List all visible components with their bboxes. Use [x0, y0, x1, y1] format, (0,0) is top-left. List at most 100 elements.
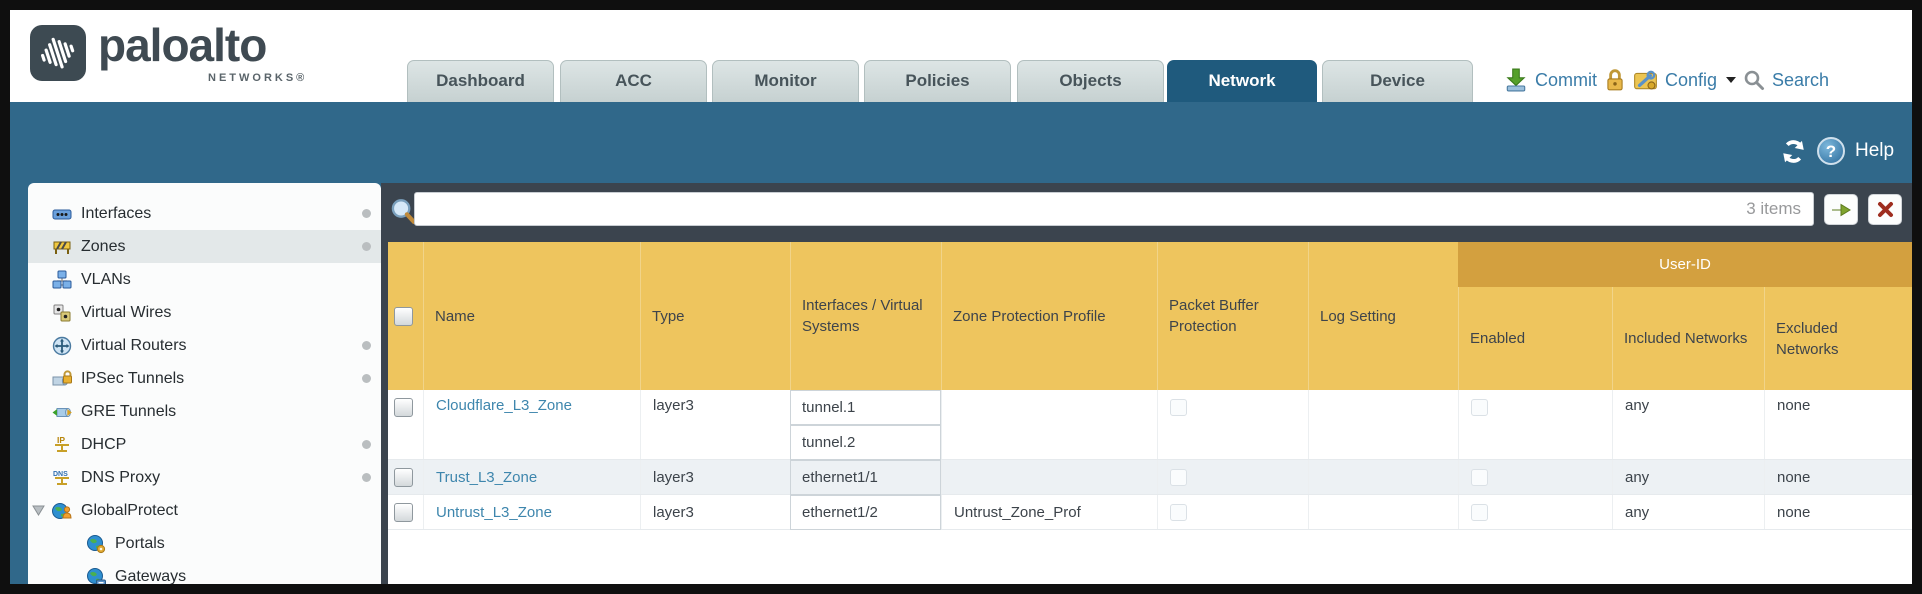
col-header-interfaces[interactable]: Interfaces / Virtual Systems — [790, 242, 941, 390]
zone-name-link[interactable]: Cloudflare_L3_Zone — [436, 397, 572, 414]
tab-dashboard[interactable]: Dashboard — [407, 60, 554, 102]
col-header-type[interactable]: Type — [640, 242, 790, 390]
interface-cell: ethernet1/2 — [790, 495, 941, 530]
sidebar-item-portals[interactable]: Portals — [28, 527, 381, 560]
search-button[interactable]: Search — [1772, 69, 1830, 90]
sidebar-item-label: IPSec Tunnels — [81, 369, 185, 387]
tab-network[interactable]: Network — [1167, 60, 1317, 103]
packet-buffer-cell — [1157, 495, 1308, 529]
enabled-cell — [1458, 390, 1612, 459]
sidebar-item-dhcp[interactable]: IP DHCP — [28, 428, 381, 461]
config-icon[interactable] — [1633, 68, 1658, 92]
tab-policies[interactable]: Policies — [864, 60, 1011, 102]
row-checkbox[interactable] — [394, 467, 413, 487]
tab-monitor[interactable]: Monitor — [712, 60, 859, 102]
sidebar-splitter-handle[interactable] — [381, 183, 388, 584]
sidebar-item-virtual-routers[interactable]: Virtual Routers — [28, 329, 381, 362]
excluded-networks-cell: none — [1764, 390, 1912, 459]
expander-icon[interactable] — [32, 505, 45, 516]
col-header-excluded-networks[interactable]: Excluded Networks — [1764, 287, 1912, 390]
sidebar-item-label: DNS Proxy — [81, 468, 161, 486]
col-header-packet-buffer-protection[interactable]: Packet Buffer Protection — [1157, 242, 1308, 390]
zone-protection-cell — [941, 460, 1157, 494]
row-checkbox[interactable] — [394, 502, 413, 522]
enabled-checkbox — [1471, 503, 1488, 521]
status-dot — [362, 242, 371, 251]
tab-objects[interactable]: Objects — [1017, 60, 1164, 102]
filter-input[interactable] — [415, 193, 1813, 225]
status-dot — [362, 341, 371, 350]
zones-icon — [53, 241, 71, 254]
col-header-enabled[interactable]: Enabled — [1458, 287, 1612, 390]
status-dot — [362, 473, 371, 482]
red-x-icon — [1877, 202, 1893, 217]
enabled-cell — [1458, 495, 1612, 529]
sidebar-item-label: VLANs — [81, 270, 131, 288]
apply-filter-button[interactable] — [1824, 194, 1858, 225]
row-checkbox[interactable] — [394, 398, 413, 417]
dhcp-icon: IP — [55, 435, 69, 452]
enabled-checkbox — [1471, 468, 1488, 486]
col-header-log-setting[interactable]: Log Setting — [1308, 242, 1458, 390]
lock-icon[interactable] — [1604, 68, 1626, 92]
select-all-checkbox[interactable] — [394, 306, 413, 326]
table-row: Trust_L3_Zone layer3 ethernet1/1 any non… — [388, 460, 1912, 495]
col-header-name[interactable]: Name — [423, 242, 640, 390]
virtual-routers-icon — [52, 336, 72, 355]
ipsec-tunnels-icon — [52, 369, 72, 385]
zone-protection-cell: Untrust_Zone_Prof — [941, 495, 1157, 529]
commit-icon[interactable] — [1504, 68, 1528, 92]
top-header: paloalto NETWORKS® Dashboard ACC Monitor… — [10, 10, 1912, 103]
zone-name-link[interactable]: Untrust_L3_Zone — [436, 503, 552, 521]
sidebar-item-virtual-wires[interactable]: Virtual Wires — [28, 296, 381, 329]
table-header: User-ID Name Type Interfaces / Virtual S… — [388, 242, 1912, 390]
band-toolbar: ? Help — [1780, 135, 1894, 167]
log-setting-cell — [1308, 495, 1458, 529]
dns-proxy-icon: DNS — [53, 471, 69, 485]
packet-buffer-checkbox — [1170, 468, 1187, 486]
user-id-group-header: User-ID — [1458, 242, 1912, 287]
packet-buffer-checkbox — [1170, 399, 1187, 416]
help-icon[interactable]: ? — [1817, 137, 1845, 165]
config-caret-icon[interactable] — [1726, 77, 1737, 83]
select-all-cell — [388, 242, 423, 390]
sidebar-item-gateways[interactable]: Gateways — [28, 560, 381, 584]
sidebar-item-label: Portals — [115, 534, 165, 552]
tab-acc[interactable]: ACC — [560, 60, 707, 102]
sidebar-item-globalprotect[interactable]: GlobalProtect — [28, 494, 381, 527]
table-row: Untrust_L3_Zone layer3 ethernet1/2 Untru… — [388, 495, 1912, 530]
help-label[interactable]: Help — [1855, 140, 1895, 161]
paloalto-logo-icon — [30, 25, 86, 81]
refresh-icon[interactable] — [1780, 138, 1807, 165]
col-header-zone-protection-profile[interactable]: Zone Protection Profile — [941, 242, 1157, 390]
search-icon[interactable] — [1743, 69, 1765, 91]
zone-name-cell: Untrust_L3_Zone — [423, 495, 640, 529]
row-select-cell — [388, 460, 423, 494]
col-header-included-networks[interactable]: Included Networks — [1612, 287, 1764, 390]
sidebar-item-label: GlobalProtect — [81, 501, 178, 519]
excluded-networks-cell: none — [1764, 495, 1912, 529]
log-setting-cell — [1308, 390, 1458, 459]
config-button[interactable]: Config — [1665, 69, 1718, 90]
commit-button[interactable]: Commit — [1535, 69, 1597, 90]
clear-filter-button[interactable] — [1868, 194, 1902, 225]
sidebar-item-vlans[interactable]: VLANs — [28, 263, 381, 296]
interface-cell: tunnel.1 — [790, 390, 941, 425]
zone-name-link[interactable]: Trust_L3_Zone — [436, 468, 538, 486]
sidebar-item-interfaces[interactable]: Interfaces — [28, 197, 381, 230]
green-arrow-icon — [1832, 203, 1851, 216]
sidebar-item-gre-tunnels[interactable]: GRE Tunnels — [28, 395, 381, 428]
packet-buffer-cell — [1157, 460, 1308, 494]
svg-text:DNS: DNS — [53, 471, 68, 478]
zone-type-cell: layer3 — [640, 390, 790, 459]
tab-device[interactable]: Device — [1322, 60, 1473, 102]
sidebar-item-ipsec-tunnels[interactable]: IPSec Tunnels — [28, 362, 381, 395]
sidebar-item-label: Virtual Routers — [81, 336, 187, 354]
filter-bar: 3 items — [381, 183, 1912, 242]
sidebar-item-zones[interactable]: Zones — [28, 230, 381, 263]
sidebar-item-label: Interfaces — [81, 204, 152, 222]
item-count: 3 items — [1746, 199, 1801, 218]
sidebar-item-dns-proxy[interactable]: DNS DNS Proxy — [28, 461, 381, 494]
svg-text:IP: IP — [57, 435, 65, 445]
